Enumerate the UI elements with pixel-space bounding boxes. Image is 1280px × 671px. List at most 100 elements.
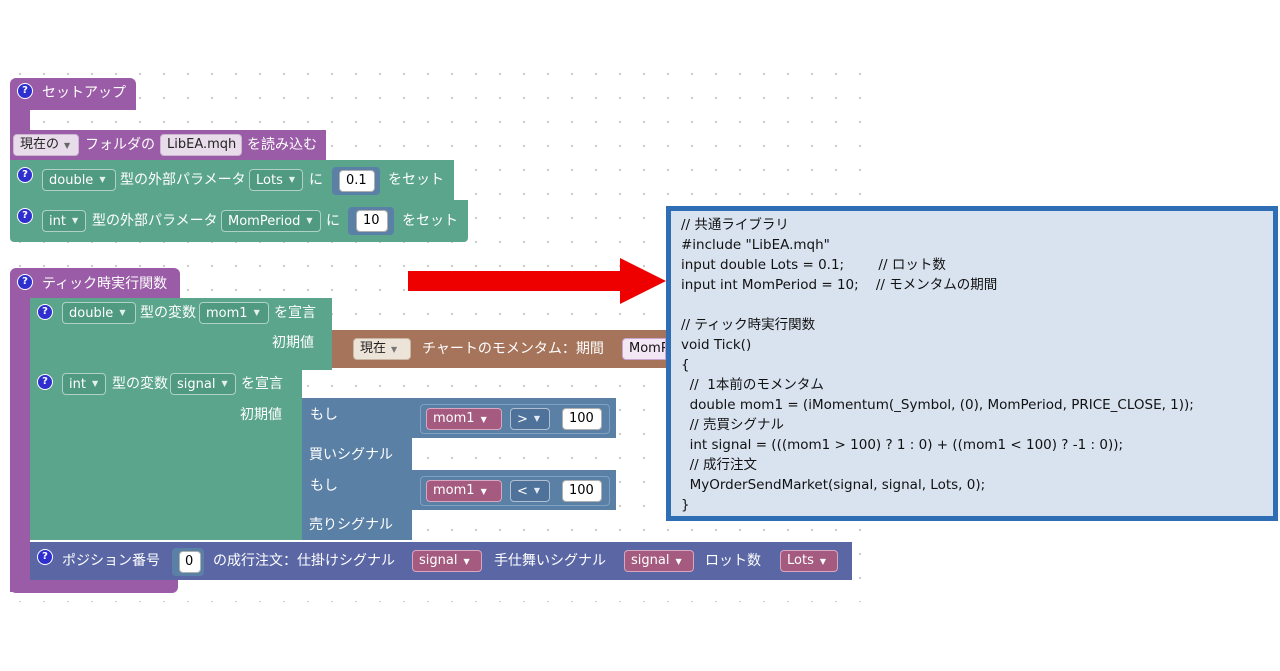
chevron-down-icon: ▼ xyxy=(675,557,682,566)
cond2-lhs-value: mom1 xyxy=(433,483,475,498)
code-line: } xyxy=(681,497,690,513)
param2-type-dropdown[interactable]: int▼ xyxy=(42,210,86,232)
help-icon[interactable]: ? xyxy=(37,549,53,565)
cond2-rhs-input[interactable]: 100 xyxy=(562,480,602,502)
help-icon[interactable]: ? xyxy=(17,208,33,224)
chevron-down-icon: ▼ xyxy=(221,379,228,388)
param2-suffix: をセット xyxy=(402,213,458,229)
include-file-field[interactable]: LibEA.mqh xyxy=(160,134,242,156)
order-exit-value: signal xyxy=(631,553,670,568)
param2-name-dropdown[interactable]: MomPeriod▼ xyxy=(221,210,321,232)
momentum-text: チャートのモメンタム：期間 xyxy=(422,341,604,357)
cond1-op-value: > xyxy=(517,411,528,427)
help-icon[interactable]: ? xyxy=(17,167,33,183)
tick-title: ティック時実行関数 xyxy=(42,276,168,292)
param2-label: 型の外部パラメータ xyxy=(92,213,218,229)
var1-type-dropdown[interactable]: double ▼ xyxy=(62,302,136,324)
chevron-down-icon: ▼ xyxy=(391,345,398,354)
chevron-down-icon: ▼ xyxy=(119,308,126,317)
cond1-lhs-dropdown[interactable]: mom1 ▼ xyxy=(426,408,502,430)
param2-to: に xyxy=(326,213,340,229)
include-location-value: 現在の xyxy=(20,137,60,152)
param1-type-value: double xyxy=(49,172,94,188)
cond1-op-dropdown[interactable]: >▼ xyxy=(510,408,550,430)
order-label-entry: の成行注文：仕掛けシグナル xyxy=(213,553,395,569)
include-location-dropdown[interactable]: 現在の ▼ xyxy=(13,134,79,156)
order-entry-value: signal xyxy=(419,553,458,568)
chevron-down-icon: ▼ xyxy=(288,175,295,184)
ternary-block[interactable] xyxy=(302,398,412,540)
code-line: // 売買シグナル xyxy=(681,417,784,433)
code-line: // 成行注文 xyxy=(681,457,757,473)
help-icon[interactable]: ? xyxy=(37,374,53,390)
tick-block-left-bar xyxy=(10,296,30,592)
cond1-rhs-input[interactable]: 100 xyxy=(562,408,602,430)
ternary-then1: 買いシグナル xyxy=(309,447,393,463)
code-line: // 1本前のモメンタム xyxy=(681,377,824,393)
order-lots-dropdown[interactable]: Lots ▼ xyxy=(780,550,838,572)
chevron-down-icon: ▼ xyxy=(253,308,260,317)
ternary-if1: もし xyxy=(310,407,338,423)
help-icon[interactable]: ? xyxy=(17,274,33,290)
cond2-op-value: < xyxy=(517,483,528,499)
var1-name-dropdown[interactable]: mom1 ▼ xyxy=(199,302,269,324)
param1-to: に xyxy=(309,172,323,188)
param2-value-input[interactable]: 10 xyxy=(356,210,388,232)
param1-value-input[interactable]: 0.1 xyxy=(339,170,375,192)
order-label-exit: 手仕舞いシグナル xyxy=(494,553,606,569)
chevron-down-icon: ▼ xyxy=(64,141,71,150)
tick-block-bottom xyxy=(10,580,178,593)
param1-type-dropdown[interactable]: double▼ xyxy=(42,169,116,191)
momentum-mode-value: 現在 xyxy=(360,341,387,356)
chevron-down-icon: ▼ xyxy=(480,487,487,496)
var2-name-dropdown[interactable]: signal▼ xyxy=(170,373,236,395)
var2-label: 型の変数 xyxy=(112,376,168,392)
var2-block[interactable] xyxy=(30,368,302,540)
var2-suffix: を宣言 xyxy=(241,376,283,392)
include-folder-label: フォルダの xyxy=(85,137,155,153)
code-panel: // 共通ライブラリ #include "LibEA.mqh" input doub… xyxy=(666,206,1278,521)
code-line: input int MomPeriod = 10; // モメンタムの期間 xyxy=(681,277,998,293)
chevron-down-icon: ▼ xyxy=(533,414,541,423)
order-exit-dropdown[interactable]: signal ▼ xyxy=(624,550,694,572)
var1-type-value: double xyxy=(69,305,114,321)
var1-suffix: を宣言 xyxy=(274,305,316,321)
var2-type-dropdown[interactable]: int ▼ xyxy=(62,373,106,395)
include-suffix: を読み込む xyxy=(247,137,317,153)
code-line: int signal = (((mom1 > 100) ? 1 : 0) + (… xyxy=(681,437,1124,453)
code-line: input double Lots = 0.1; // ロット数 xyxy=(681,257,946,273)
order-position-input[interactable]: 0 xyxy=(179,551,201,573)
var1-init-label: 初期値 xyxy=(272,335,314,351)
param1-suffix: をセット xyxy=(388,172,444,188)
ternary-if2: もし xyxy=(310,478,338,494)
chevron-down-icon: ▼ xyxy=(71,216,79,225)
chevron-down-icon: ▼ xyxy=(819,557,826,566)
momentum-mode-dropdown[interactable]: 現在 ▼ xyxy=(353,338,411,360)
chevron-down-icon: ▼ xyxy=(463,557,470,566)
order-entry-dropdown[interactable]: signal ▼ xyxy=(412,550,482,572)
var1-name-value: mom1 xyxy=(206,305,248,321)
code-line: // ティック時実行関数 xyxy=(681,317,816,333)
code-line: MyOrderSendMarket(signal, signal, Lots, … xyxy=(681,477,986,493)
cond2-op-dropdown[interactable]: <▼ xyxy=(510,480,550,502)
code-line: double mom1 = (iMomentum(_Symbol, (0), M… xyxy=(681,397,1194,413)
cond2-lhs-dropdown[interactable]: mom1 ▼ xyxy=(426,480,502,502)
chevron-down-icon: ▼ xyxy=(306,216,313,225)
chevron-down-icon: ▼ xyxy=(533,486,541,495)
order-lots-value: Lots xyxy=(787,553,814,568)
chevron-down-icon: ▼ xyxy=(91,379,99,388)
momentum-period-field[interactable]: MomP xyxy=(622,338,666,360)
code-line: { xyxy=(681,357,690,373)
cond1-lhs-value: mom1 xyxy=(433,411,475,426)
help-icon[interactable]: ? xyxy=(37,304,53,320)
param1-name-dropdown[interactable]: Lots▼ xyxy=(249,169,303,191)
var1-label: 型の変数 xyxy=(140,305,196,321)
right-arrow-icon xyxy=(408,258,666,304)
code-line: // 共通ライブラリ xyxy=(681,217,789,233)
help-icon[interactable]: ? xyxy=(17,83,33,99)
setup-title: セットアップ xyxy=(42,85,126,101)
chevron-down-icon: ▼ xyxy=(480,415,487,424)
tick-block[interactable] xyxy=(10,268,180,298)
code-line: #include "LibEA.mqh" xyxy=(681,237,830,253)
var2-type-value: int xyxy=(69,376,86,392)
